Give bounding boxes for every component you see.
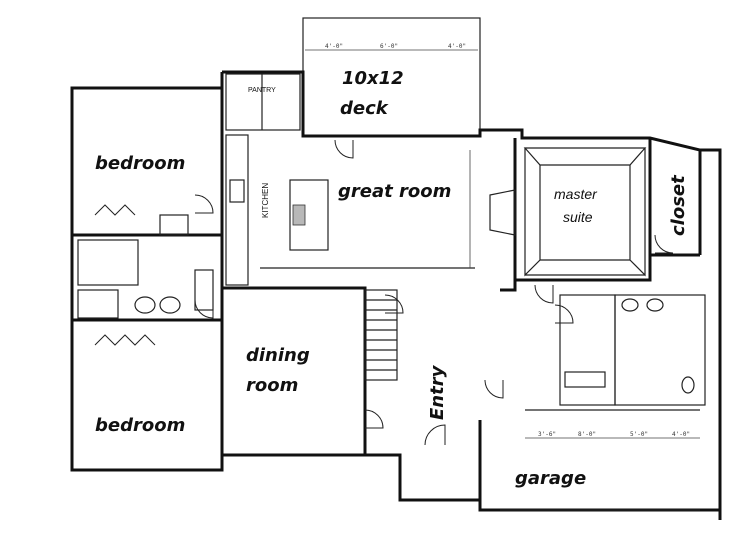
entry-label: Entry (427, 364, 448, 420)
master-label: master (554, 186, 598, 202)
svg-text:3'-6": 3'-6" (538, 431, 556, 438)
bedroom-top-label: bedroom (95, 153, 185, 174)
deck-size-label: 10x12 (342, 68, 404, 89)
great-room-label: great room (338, 181, 451, 202)
deck-label: deck (340, 98, 389, 119)
svg-text:4'-0": 4'-0" (325, 43, 343, 50)
svg-text:6'-0": 6'-0" (380, 43, 398, 50)
kitchen-label: KITCHEN (261, 183, 270, 218)
svg-text:5'-0": 5'-0" (630, 431, 648, 438)
exterior-walls (70, 70, 722, 520)
closet-label: closet (668, 174, 689, 236)
garage-label: garage (515, 468, 586, 489)
interior-walls: 3'-6" 8'-0" 5'-0" 4'-0" (72, 73, 706, 439)
bedroom-bottom-label: bedroom (95, 415, 185, 436)
svg-text:4'-0": 4'-0" (448, 43, 466, 50)
pantry-label: PANTRY (248, 87, 276, 94)
svg-text:8'-0": 8'-0" (578, 431, 596, 438)
doors (194, 139, 674, 446)
svg-text:4'-0": 4'-0" (672, 431, 690, 438)
dining-label: dining (246, 345, 310, 366)
suite-label: suite (563, 209, 593, 225)
room-label: room (246, 375, 298, 396)
